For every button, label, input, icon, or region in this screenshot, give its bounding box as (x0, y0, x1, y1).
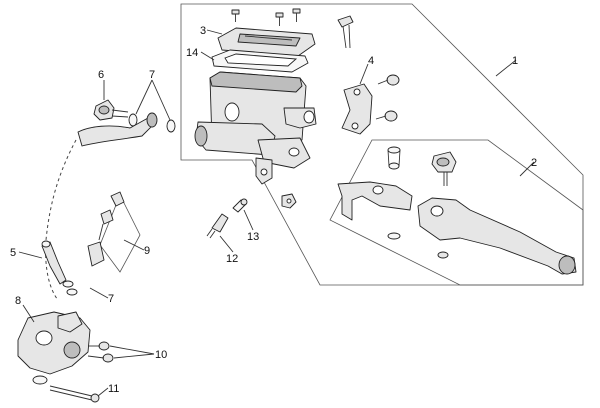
lever-pin (387, 146, 401, 170)
reservoir-cap (217, 27, 316, 57)
pivot-pin (232, 198, 248, 213)
callout-5: 5 (10, 247, 16, 259)
brake-switch (206, 213, 229, 239)
master-cylinder-body (194, 71, 317, 185)
callout-13: 13 (247, 231, 259, 243)
callout-7-lower: 7 (108, 293, 114, 305)
reservoir-gasket (211, 49, 309, 73)
callout-8: 8 (15, 295, 21, 307)
bolt-3 (337, 15, 354, 49)
hose-line (45, 139, 77, 301)
group-outline-master-cylinder (180, 3, 584, 286)
callout-2: 2 (531, 157, 537, 169)
callout-4: 4 (368, 55, 374, 67)
lever-washers (387, 232, 449, 259)
callout-6: 6 (98, 69, 104, 81)
callout-12: 12 (226, 253, 238, 265)
slave-cylinder-bolts (87, 341, 114, 363)
long-bolt (49, 385, 100, 403)
callout-11: 11 (108, 383, 119, 395)
banjo-fitting (93, 99, 176, 133)
callout-7-upper: 7 (149, 69, 155, 81)
callout-3: 3 (200, 25, 206, 37)
callout-10: 10 (155, 349, 167, 361)
clamp-bolts (375, 74, 400, 122)
group-outline-fitting (99, 194, 141, 273)
brake-lever (417, 197, 577, 275)
callout-1: 1 (512, 55, 518, 67)
hose-banjo (77, 112, 158, 147)
group-outline-lever (329, 139, 584, 286)
lever-bracket (337, 181, 413, 221)
fitting-9-parts (87, 191, 125, 267)
handlebar-clamp (341, 83, 373, 135)
leader-lines (18, 29, 535, 397)
hose-lower (41, 240, 78, 296)
callout-9: 9 (144, 245, 150, 257)
reservoir-cover-screws (231, 8, 301, 26)
lever-adjuster-knob (431, 151, 457, 186)
lower-nut (281, 193, 297, 209)
slave-cylinder (17, 311, 91, 385)
callout-14: 14 (186, 47, 198, 59)
